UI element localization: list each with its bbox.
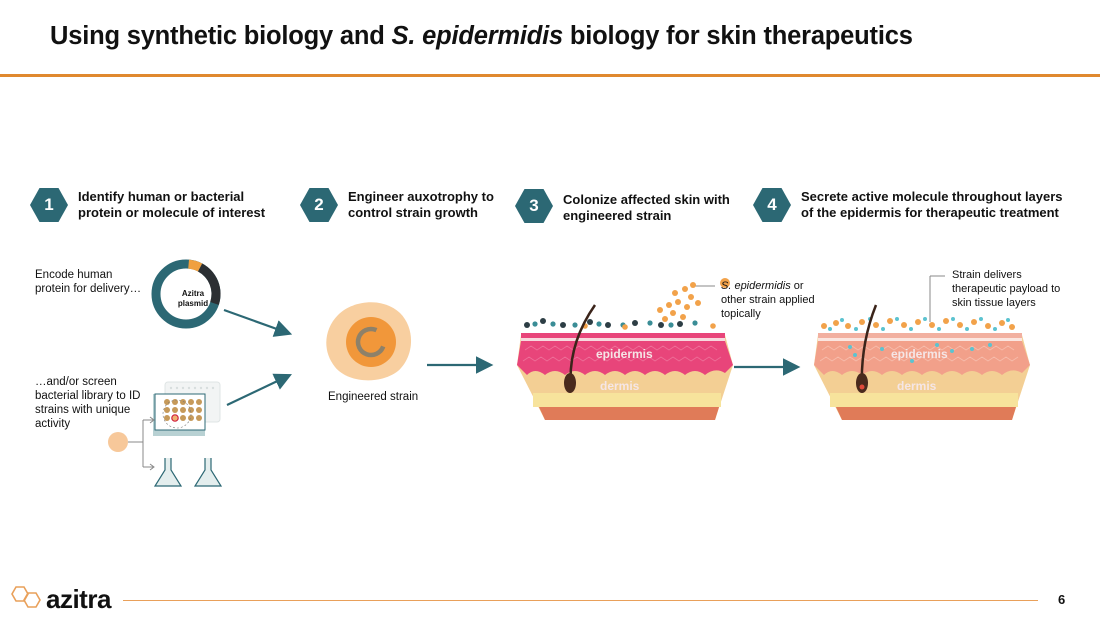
epidermis-label: epidermis <box>596 347 653 361</box>
step-number-badge: 1 <box>30 188 68 222</box>
footer-divider <box>123 600 1038 601</box>
skin-treated-illustration <box>814 304 1030 420</box>
plasmid-label: Azitra plasmid <box>170 289 216 309</box>
page-number: 6 <box>1058 592 1066 607</box>
epidermis-label: epidermis <box>891 347 948 361</box>
dermis-label: dermis <box>600 379 640 393</box>
step-line: control strain growth <box>348 205 478 220</box>
azitra-logo-hex-icon <box>11 586 41 608</box>
caption-line: Strain delivers <box>952 269 1022 281</box>
arrow-plasmid <box>223 308 293 337</box>
delivers-caption: Strain delivers therapeutic payload to s… <box>952 268 1060 310</box>
skin-colonized-illustration <box>517 278 733 420</box>
caption-line: therapeutic payload to <box>952 283 1061 295</box>
arrow-library <box>226 373 292 406</box>
caption-line: other strain applied <box>721 294 815 306</box>
title-divider <box>0 74 1100 77</box>
step-line: of the epidermis for therapeutic treatme… <box>801 205 1059 220</box>
page-title: Using synthetic biology and S. epidermid… <box>50 22 913 51</box>
encode-caption: Encode human protein for delivery… <box>35 268 141 296</box>
engineered-strain-cell-icon <box>326 302 412 381</box>
caption-line: skin tissue layers <box>952 297 1036 309</box>
azitra-logo: azitra <box>46 584 111 614</box>
label-line: plasmid <box>177 299 209 308</box>
step-line: Secrete active molecule throughout layer… <box>801 189 1063 204</box>
screening-library-icon <box>108 381 223 487</box>
caption-rest: or <box>790 280 804 292</box>
caption-line: activity <box>35 418 71 430</box>
caption-line: S. epidermidis or <box>721 279 815 293</box>
screen-caption: …and/or screen bacterial library to ID s… <box>35 375 140 431</box>
caption-line: Encode human <box>35 269 113 281</box>
step-text: Secrete active molecule throughout layer… <box>801 189 1063 221</box>
step-line: Identify human or bacterial <box>78 189 245 204</box>
title-italic: S. epidermidis <box>391 22 564 50</box>
applied-bacteria <box>524 278 730 330</box>
caption-line: topically <box>721 308 761 320</box>
caption-line: strains with unique <box>35 404 131 416</box>
step-line: engineered strain <box>563 208 672 223</box>
applied-caption: S. epidermidis or other strain applied t… <box>721 279 815 321</box>
title-text: Using synthetic biology and <box>50 22 392 50</box>
dermis-label: dermis <box>897 379 937 393</box>
step-line: Colonize affected skin with <box>563 192 730 207</box>
step-4: 4 Secrete active molecule throughout lay… <box>753 188 1063 222</box>
label-line: Azitra <box>181 289 205 298</box>
caption-line: …and/or screen <box>35 376 117 388</box>
caption-line: bacterial library to ID <box>35 390 141 402</box>
leader-line-delivers <box>929 275 945 322</box>
caption-italic: S. epidermidis <box>721 280 791 292</box>
step-line: protein or molecule of interest <box>78 205 266 220</box>
caption-line: protein for delivery… <box>35 283 142 295</box>
step-number-badge: 2 <box>300 188 338 222</box>
title-text-end: biology for skin therapeutics <box>563 22 913 50</box>
engineered-strain-label: Engineered strain <box>328 391 419 403</box>
step-line: Engineer auxotrophy to <box>348 189 494 204</box>
plasmid-icon <box>151 259 221 329</box>
